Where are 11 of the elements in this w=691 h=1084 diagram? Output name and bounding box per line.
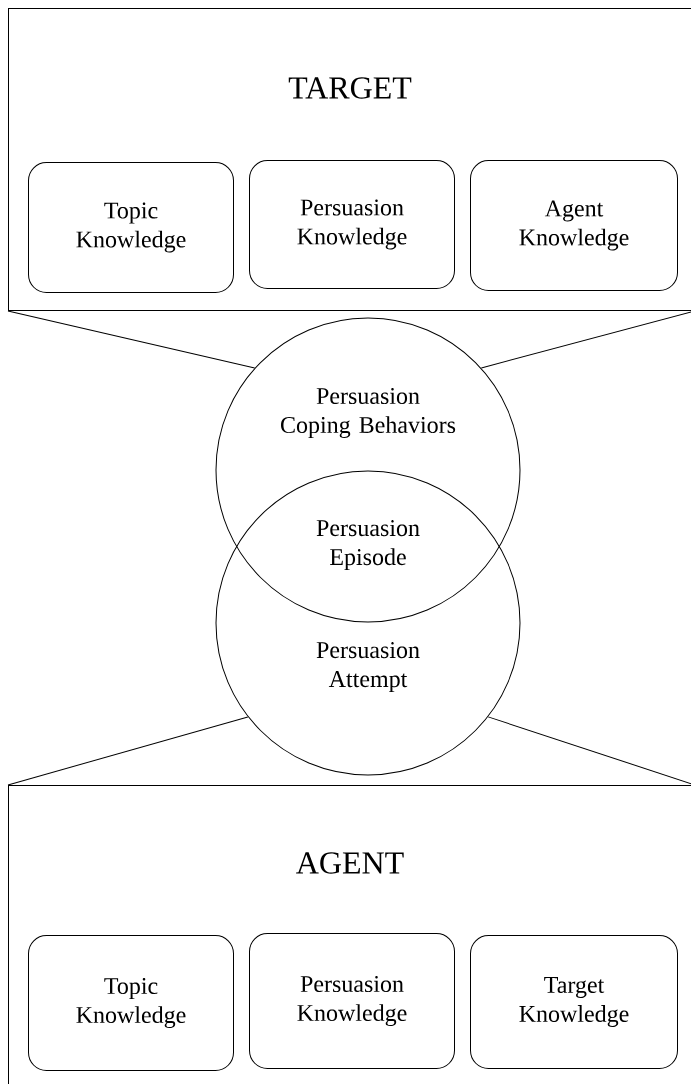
knowledge-box: Persuasion Knowledge — [249, 933, 455, 1069]
overlap-label: Persuasion Episode — [316, 520, 420, 570]
connector-line — [480, 310, 691, 369]
knowledge-box: Topic Knowledge — [28, 935, 234, 1071]
connector-line — [487, 716, 691, 786]
knowledge-box: Target Knowledge — [470, 935, 678, 1069]
connector-line — [7, 310, 256, 369]
connector-line — [7, 716, 249, 786]
knowledge-box: Topic Knowledge — [28, 162, 234, 293]
knowledge-box: Agent Knowledge — [470, 160, 678, 291]
knowledge-box: Persuasion Knowledge — [249, 160, 455, 289]
